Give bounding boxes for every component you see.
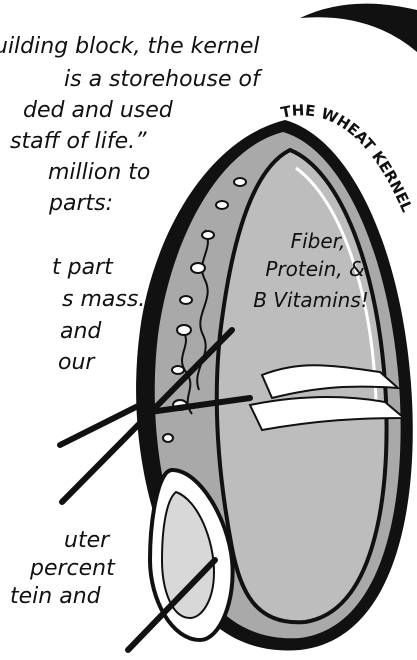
endosperm-line-2: s mass.	[62, 287, 145, 313]
intro-line-1: uilding block, the kernel	[0, 34, 260, 60]
kernel-label-fiber: Fiber,	[248, 230, 388, 252]
intro-line-5: million to	[48, 160, 150, 186]
endosperm-line-4: our	[58, 350, 94, 376]
bran-line-2: percent	[30, 556, 115, 582]
intro-line-6: parts:	[49, 191, 113, 217]
intro-line-3: ded and used	[23, 98, 173, 124]
intro-line-2: is a storehouse of	[64, 67, 260, 93]
kernel-label-vitamins: B Vitamins!	[236, 289, 386, 311]
bran-line-1: uter	[64, 528, 109, 554]
endosperm-line-1: t part	[52, 255, 113, 281]
bran-line-3: tein and	[10, 584, 101, 610]
intro-line-4: staff of life.”	[10, 129, 147, 155]
endosperm-line-3: and	[60, 319, 101, 345]
kernel-label-protein: Protein, &	[242, 258, 388, 280]
swoosh-decoration	[300, 4, 417, 52]
